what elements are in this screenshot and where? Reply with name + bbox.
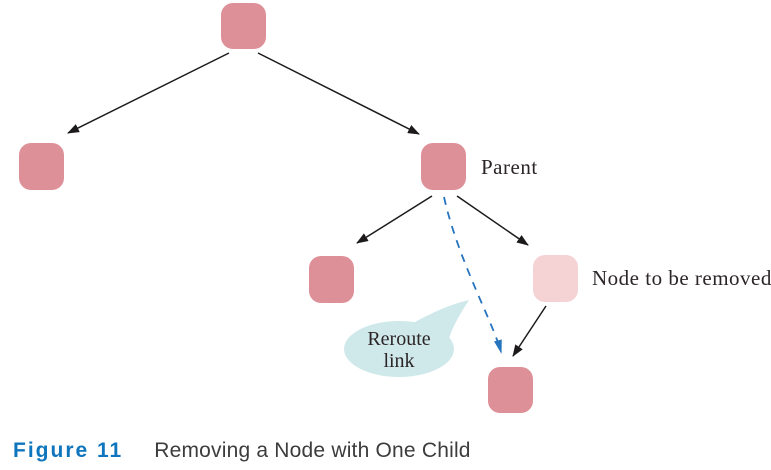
left-child-node bbox=[19, 143, 64, 190]
figure-title: Removing a Node with One Child bbox=[154, 439, 471, 462]
figure-label: Figure 11 bbox=[13, 439, 124, 462]
moved-child-node bbox=[488, 367, 533, 413]
reroute-callout-text: Reroute link bbox=[344, 323, 454, 377]
reroute-link-arrow bbox=[443, 196, 502, 354]
callout-tail bbox=[408, 300, 469, 342]
callout-line-2: link bbox=[383, 350, 415, 372]
edge-removed-to-moved-child bbox=[512, 305, 547, 357]
parent-label: Parent bbox=[481, 155, 538, 179]
inner-left-child-node bbox=[309, 256, 354, 303]
callout-bubble bbox=[344, 321, 454, 377]
edge-parent-to-inner-left-child bbox=[356, 195, 433, 244]
parent-node bbox=[421, 143, 466, 190]
figure-caption: Figure 11 Removing a Node with One Child bbox=[13, 439, 471, 463]
root-node bbox=[221, 3, 266, 49]
callout-line-1: Reroute bbox=[367, 327, 431, 350]
edge-root-to-left-child bbox=[67, 52, 230, 134]
edge-parent-to-node-to-be-removed bbox=[456, 195, 529, 246]
node-to-be-removed-label: Node to be removed bbox=[592, 266, 771, 290]
edge-root-to-parent bbox=[257, 52, 420, 135]
node-to-be-removed bbox=[533, 255, 578, 302]
